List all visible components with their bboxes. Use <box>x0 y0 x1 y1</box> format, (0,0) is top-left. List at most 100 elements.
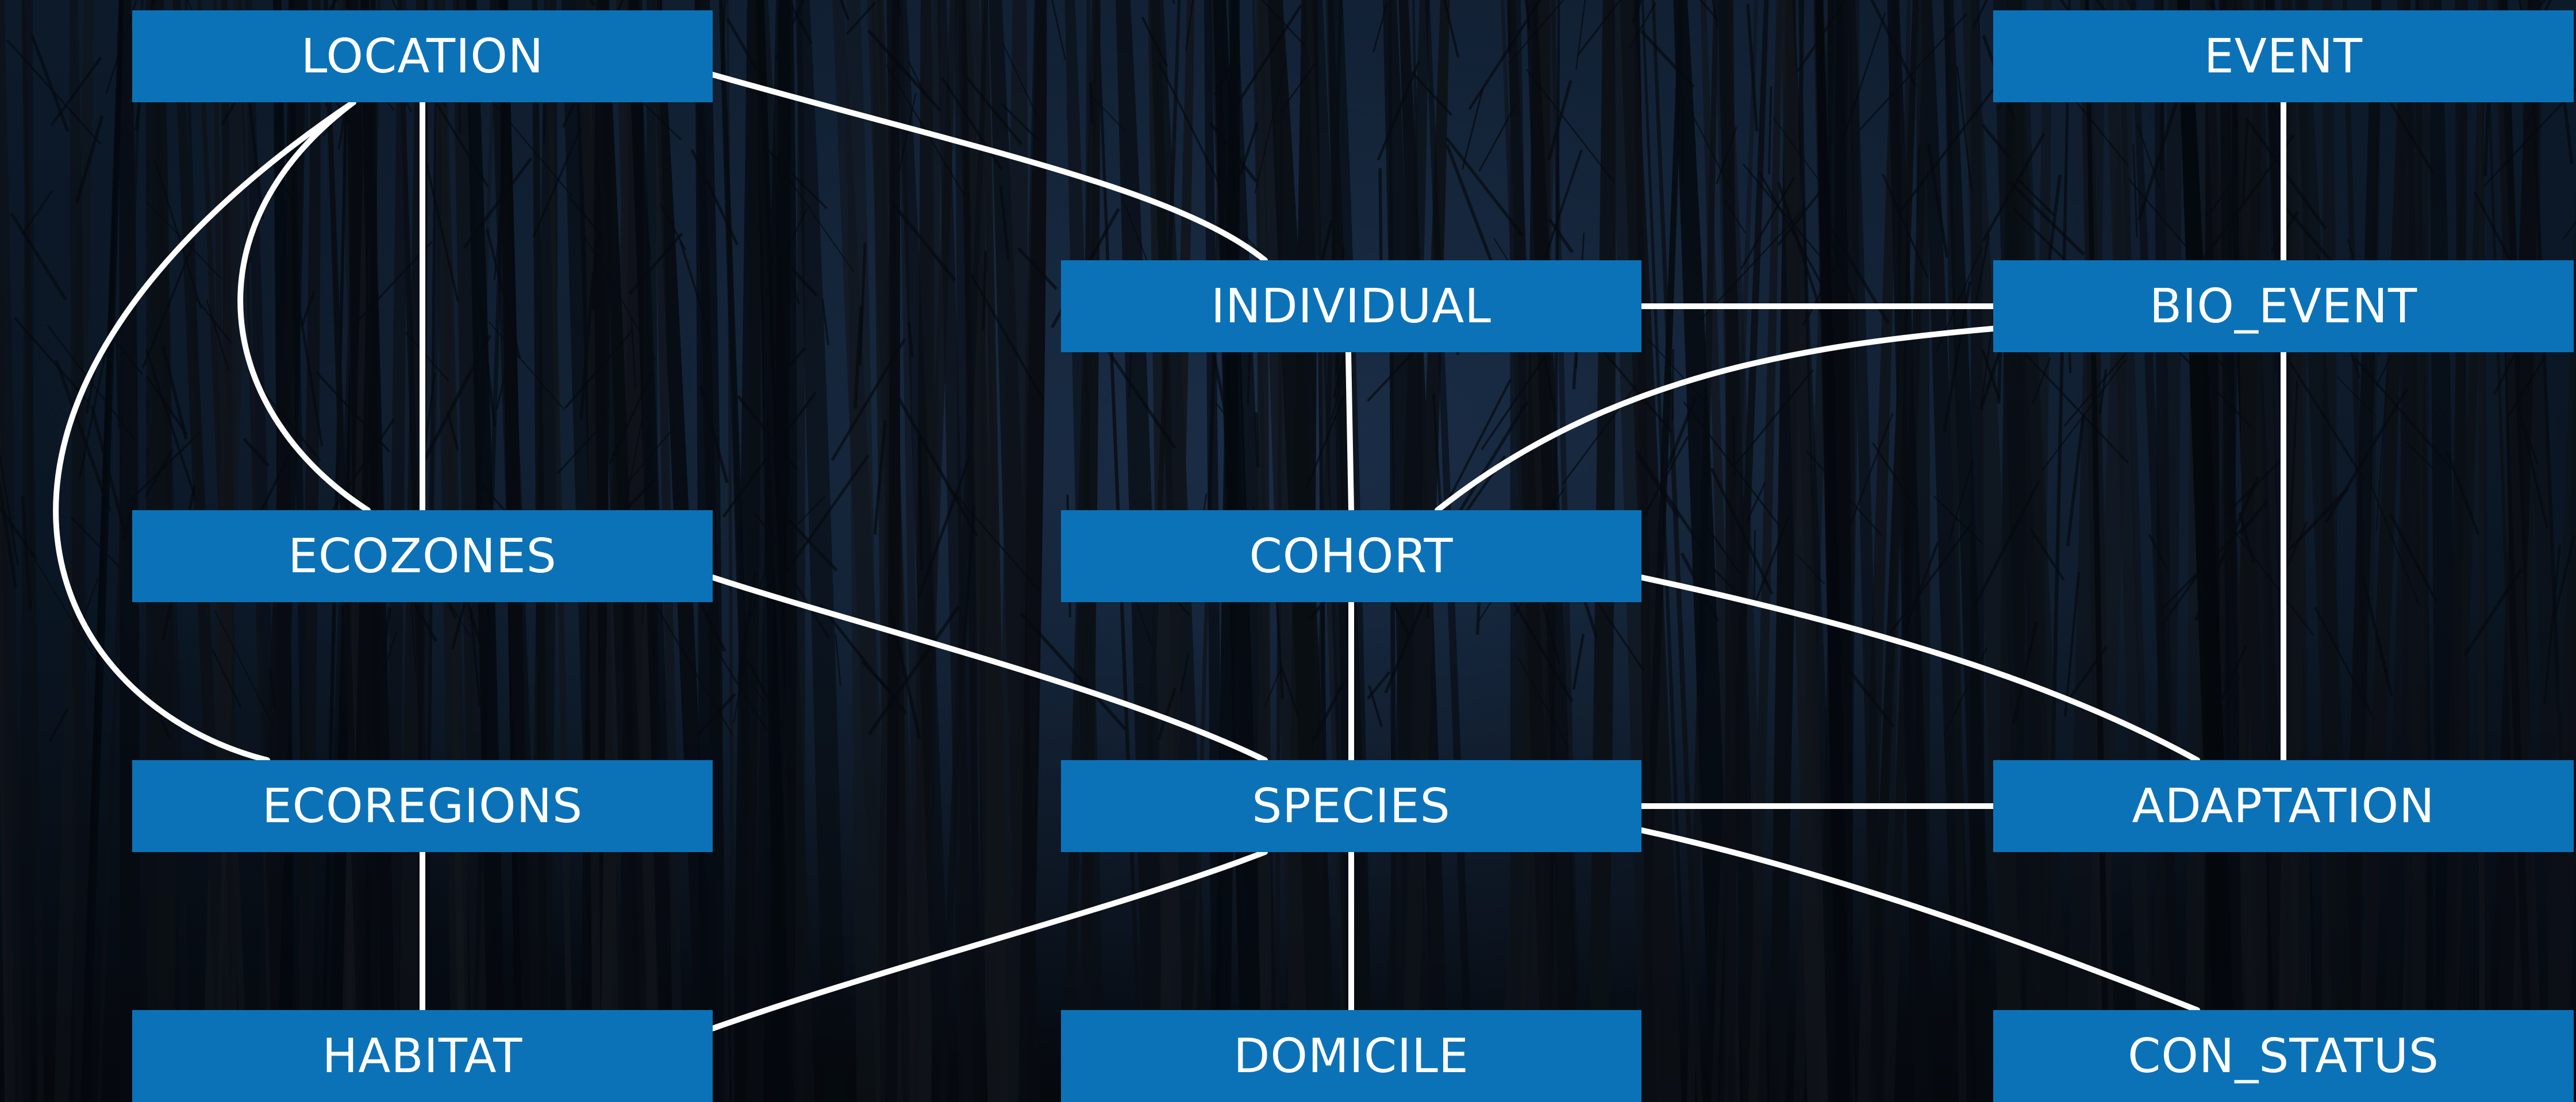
tree-trunk <box>939 0 989 1102</box>
tree-branch <box>2066 414 2085 546</box>
tree-branch <box>1710 468 1774 595</box>
tree-branch <box>2132 144 2138 237</box>
tree-branch <box>1310 677 1347 746</box>
tree-trunk <box>795 0 847 1102</box>
tree-trunk <box>845 0 881 1102</box>
tree-branch <box>116 329 121 429</box>
tree-branch <box>269 671 276 708</box>
tree-branch <box>1683 401 1781 527</box>
tree-branch <box>1871 442 1919 512</box>
tree-branch <box>609 371 653 464</box>
tree-trunk <box>1848 0 1886 1102</box>
tree-branch <box>2012 621 2038 725</box>
tree-branch <box>1254 412 1260 468</box>
node-location: LOCATION <box>132 10 713 102</box>
tree-branch <box>726 18 759 72</box>
tree-branch <box>2177 350 2253 429</box>
tree-branch <box>2278 344 2366 482</box>
tree-branch <box>122 498 137 540</box>
tree-branch <box>2241 122 2248 205</box>
tree-branch <box>1157 688 1177 740</box>
tree-branch <box>557 418 609 475</box>
tree-branch <box>2405 441 2435 471</box>
tree-branch <box>690 149 739 245</box>
tree-trunk <box>1748 0 1782 1102</box>
tree-branch <box>269 159 299 210</box>
tree-branch <box>1801 241 1850 326</box>
tree-branch <box>697 693 736 735</box>
tree-branch <box>1508 0 1564 65</box>
tree-branch <box>821 298 829 345</box>
tree-branch <box>1833 650 1895 728</box>
tree-branch <box>1517 656 1568 746</box>
tree-branch <box>243 437 270 467</box>
tree-branch <box>1509 596 1574 703</box>
tree-branch <box>743 674 785 728</box>
tree-branch <box>1933 495 1983 545</box>
tree-branch <box>941 76 1003 171</box>
tree-branch <box>1846 413 1894 533</box>
tree-branch <box>1927 143 1949 258</box>
tree-branch <box>1805 450 1882 536</box>
tree-branch <box>962 506 975 653</box>
tree-trunk <box>1814 0 1850 1102</box>
tree-branch <box>908 321 914 357</box>
tree-trunk <box>896 0 952 1102</box>
tree-branch <box>263 391 321 461</box>
tree-branch <box>1017 246 1058 290</box>
tree-branch <box>55 359 112 512</box>
node-bio-event: BIO_EVENT <box>1993 260 2574 352</box>
tree-branch <box>532 127 582 238</box>
tree-branch <box>1680 552 1720 622</box>
tree-branch <box>2159 548 2218 628</box>
tree-branch <box>746 658 786 730</box>
tree-branch <box>420 334 491 465</box>
tree-branch <box>1981 124 2011 159</box>
tree-branch <box>493 154 508 280</box>
tree-branch <box>47 324 136 441</box>
tree-branch <box>2024 353 2129 464</box>
tree-branch <box>2354 357 2453 470</box>
tree-trunk <box>1944 0 1967 1102</box>
tree-branch <box>774 0 805 61</box>
tree-branch <box>1767 86 1773 174</box>
tree-branch <box>1746 3 1759 132</box>
tree-branch <box>699 385 729 484</box>
tree-branch <box>1264 667 1282 707</box>
tree-branch <box>352 241 433 327</box>
tree-branch <box>1461 88 1484 170</box>
tree-branch <box>1858 13 1967 131</box>
tree-branch <box>1215 402 1245 440</box>
tree-branch <box>1445 137 1525 237</box>
tree-branch <box>161 345 188 440</box>
tree-branch <box>1839 13 1886 149</box>
tree-branch <box>1410 71 1453 116</box>
tree-branch <box>733 635 750 723</box>
tree-branch <box>722 391 817 518</box>
tree-branch <box>1185 0 1194 51</box>
node-con-status: CON_STATUS <box>1993 1010 2574 1102</box>
tree-branch <box>580 230 657 360</box>
tree-branch <box>425 160 459 302</box>
tree-branch <box>1577 0 1622 56</box>
tree-trunk <box>1641 0 1690 1102</box>
tree-branch <box>2543 544 2561 704</box>
tree-branch <box>1305 373 1354 489</box>
tree-branch <box>2233 530 2314 636</box>
tree-branch <box>1752 515 1790 608</box>
tree-branch <box>659 203 687 251</box>
tree-branch <box>2537 0 2546 9</box>
tree-branch <box>2217 676 2241 726</box>
tree-branch <box>381 607 392 657</box>
tree-branch <box>495 365 509 410</box>
tree-branch <box>10 212 67 301</box>
tree-branch <box>245 83 264 219</box>
tree-branch <box>2160 0 2164 22</box>
tree-branch <box>1377 60 1421 161</box>
tree-branch <box>782 259 818 296</box>
tree-branch <box>1882 174 1929 279</box>
tree-branch <box>770 153 855 272</box>
tree-branch <box>1548 218 1574 253</box>
tree-branch <box>446 411 459 451</box>
